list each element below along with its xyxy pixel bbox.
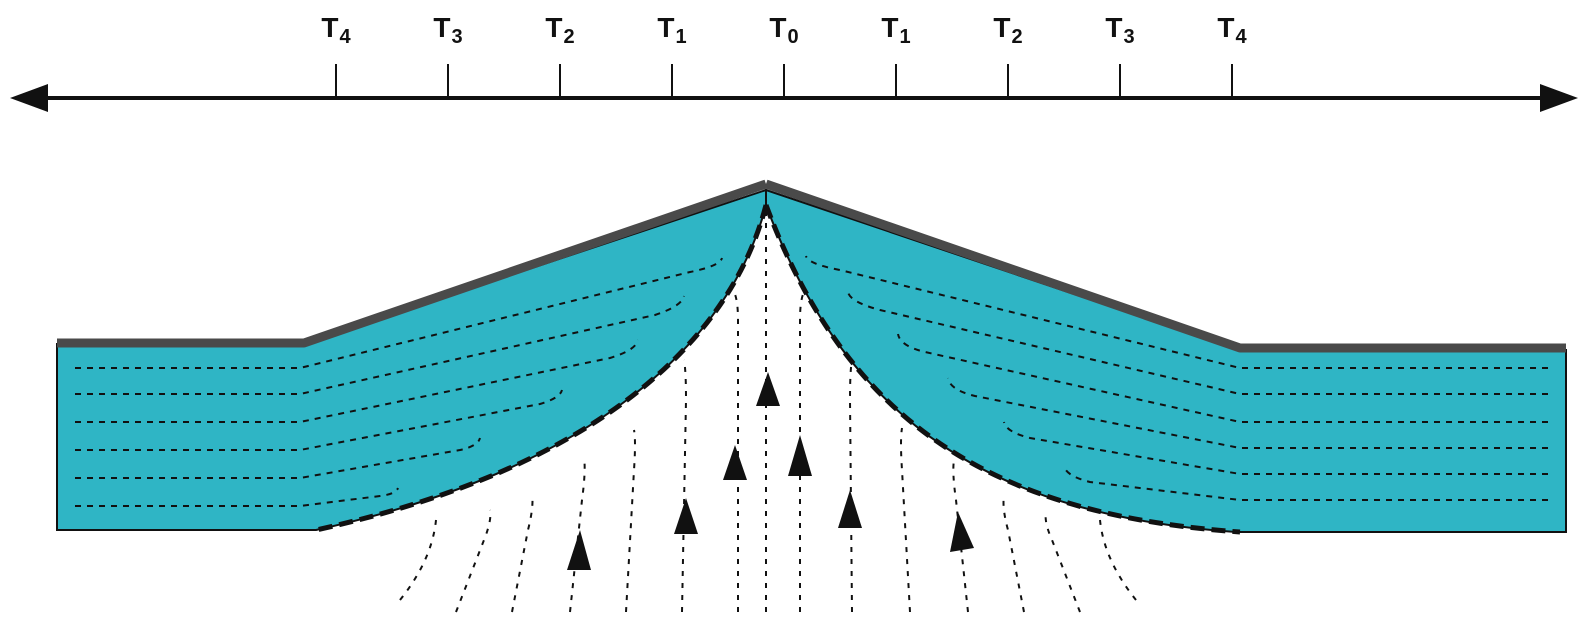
time-label-center-0: T0: [769, 12, 799, 48]
left-layer-line: [75, 257, 723, 369]
right-layer-line: [847, 291, 1548, 395]
right-arrowhead: [1540, 84, 1578, 112]
up-arrow-icon: [788, 435, 812, 476]
up-arrow-icon: [567, 530, 591, 570]
left-layer-line: [75, 487, 399, 507]
flow-line: [455, 509, 492, 613]
left-layer-line: [75, 389, 563, 451]
right-layer-line: [1063, 465, 1548, 501]
up-arrow-icon: [723, 445, 747, 480]
flow-line: [952, 459, 969, 613]
flow-line: [1044, 511, 1081, 613]
base-right: [763, 204, 1241, 535]
mantle-flow-lines: [399, 208, 1137, 613]
time-label-right-4: T4: [1217, 12, 1247, 48]
up-arrow-icon: [950, 512, 974, 552]
right-layer-line: [947, 377, 1548, 449]
lithosphere-base: [315, 204, 1241, 535]
plate-flow-lines: [75, 255, 1548, 507]
time-label-right-2: T2: [993, 12, 1023, 48]
time-label-left-1: T1: [657, 12, 687, 48]
base-left: [315, 204, 769, 533]
upwelling-arrows: [567, 372, 974, 570]
flow-line: [848, 359, 853, 613]
flow-line: [799, 291, 805, 612]
up-arrow-icon: [838, 490, 862, 528]
flow-line: [625, 429, 636, 613]
flow-line: [511, 493, 534, 613]
flow-line: [399, 519, 437, 601]
left-layer-line: [75, 295, 685, 395]
time-label-right-1: T1: [881, 12, 911, 48]
time-axis: [10, 64, 1578, 112]
flow-line: [1099, 519, 1137, 601]
left-layer-line: [75, 437, 481, 479]
time-label-right-3: T3: [1105, 12, 1135, 48]
right-layer-line: [897, 333, 1548, 423]
left-layer-line: [75, 339, 639, 423]
left-arrowhead: [10, 84, 48, 112]
time-label-left-4: T4: [321, 12, 351, 48]
time-label-left-3: T3: [433, 12, 463, 48]
time-label-left-2: T2: [545, 12, 575, 48]
flow-line: [733, 291, 739, 612]
right-layer-line: [1003, 421, 1548, 475]
flow-line: [900, 427, 911, 613]
right-plate: [765, 188, 1567, 533]
lithosphere: [56, 179, 1567, 533]
up-arrow-icon: [756, 372, 780, 406]
flow-line: [1002, 495, 1025, 613]
up-arrow-icon: [674, 498, 698, 534]
flow-line: [681, 359, 688, 613]
crust-right: [764, 179, 1566, 353]
flow-line: [569, 457, 586, 613]
crust-left: [57, 179, 768, 348]
